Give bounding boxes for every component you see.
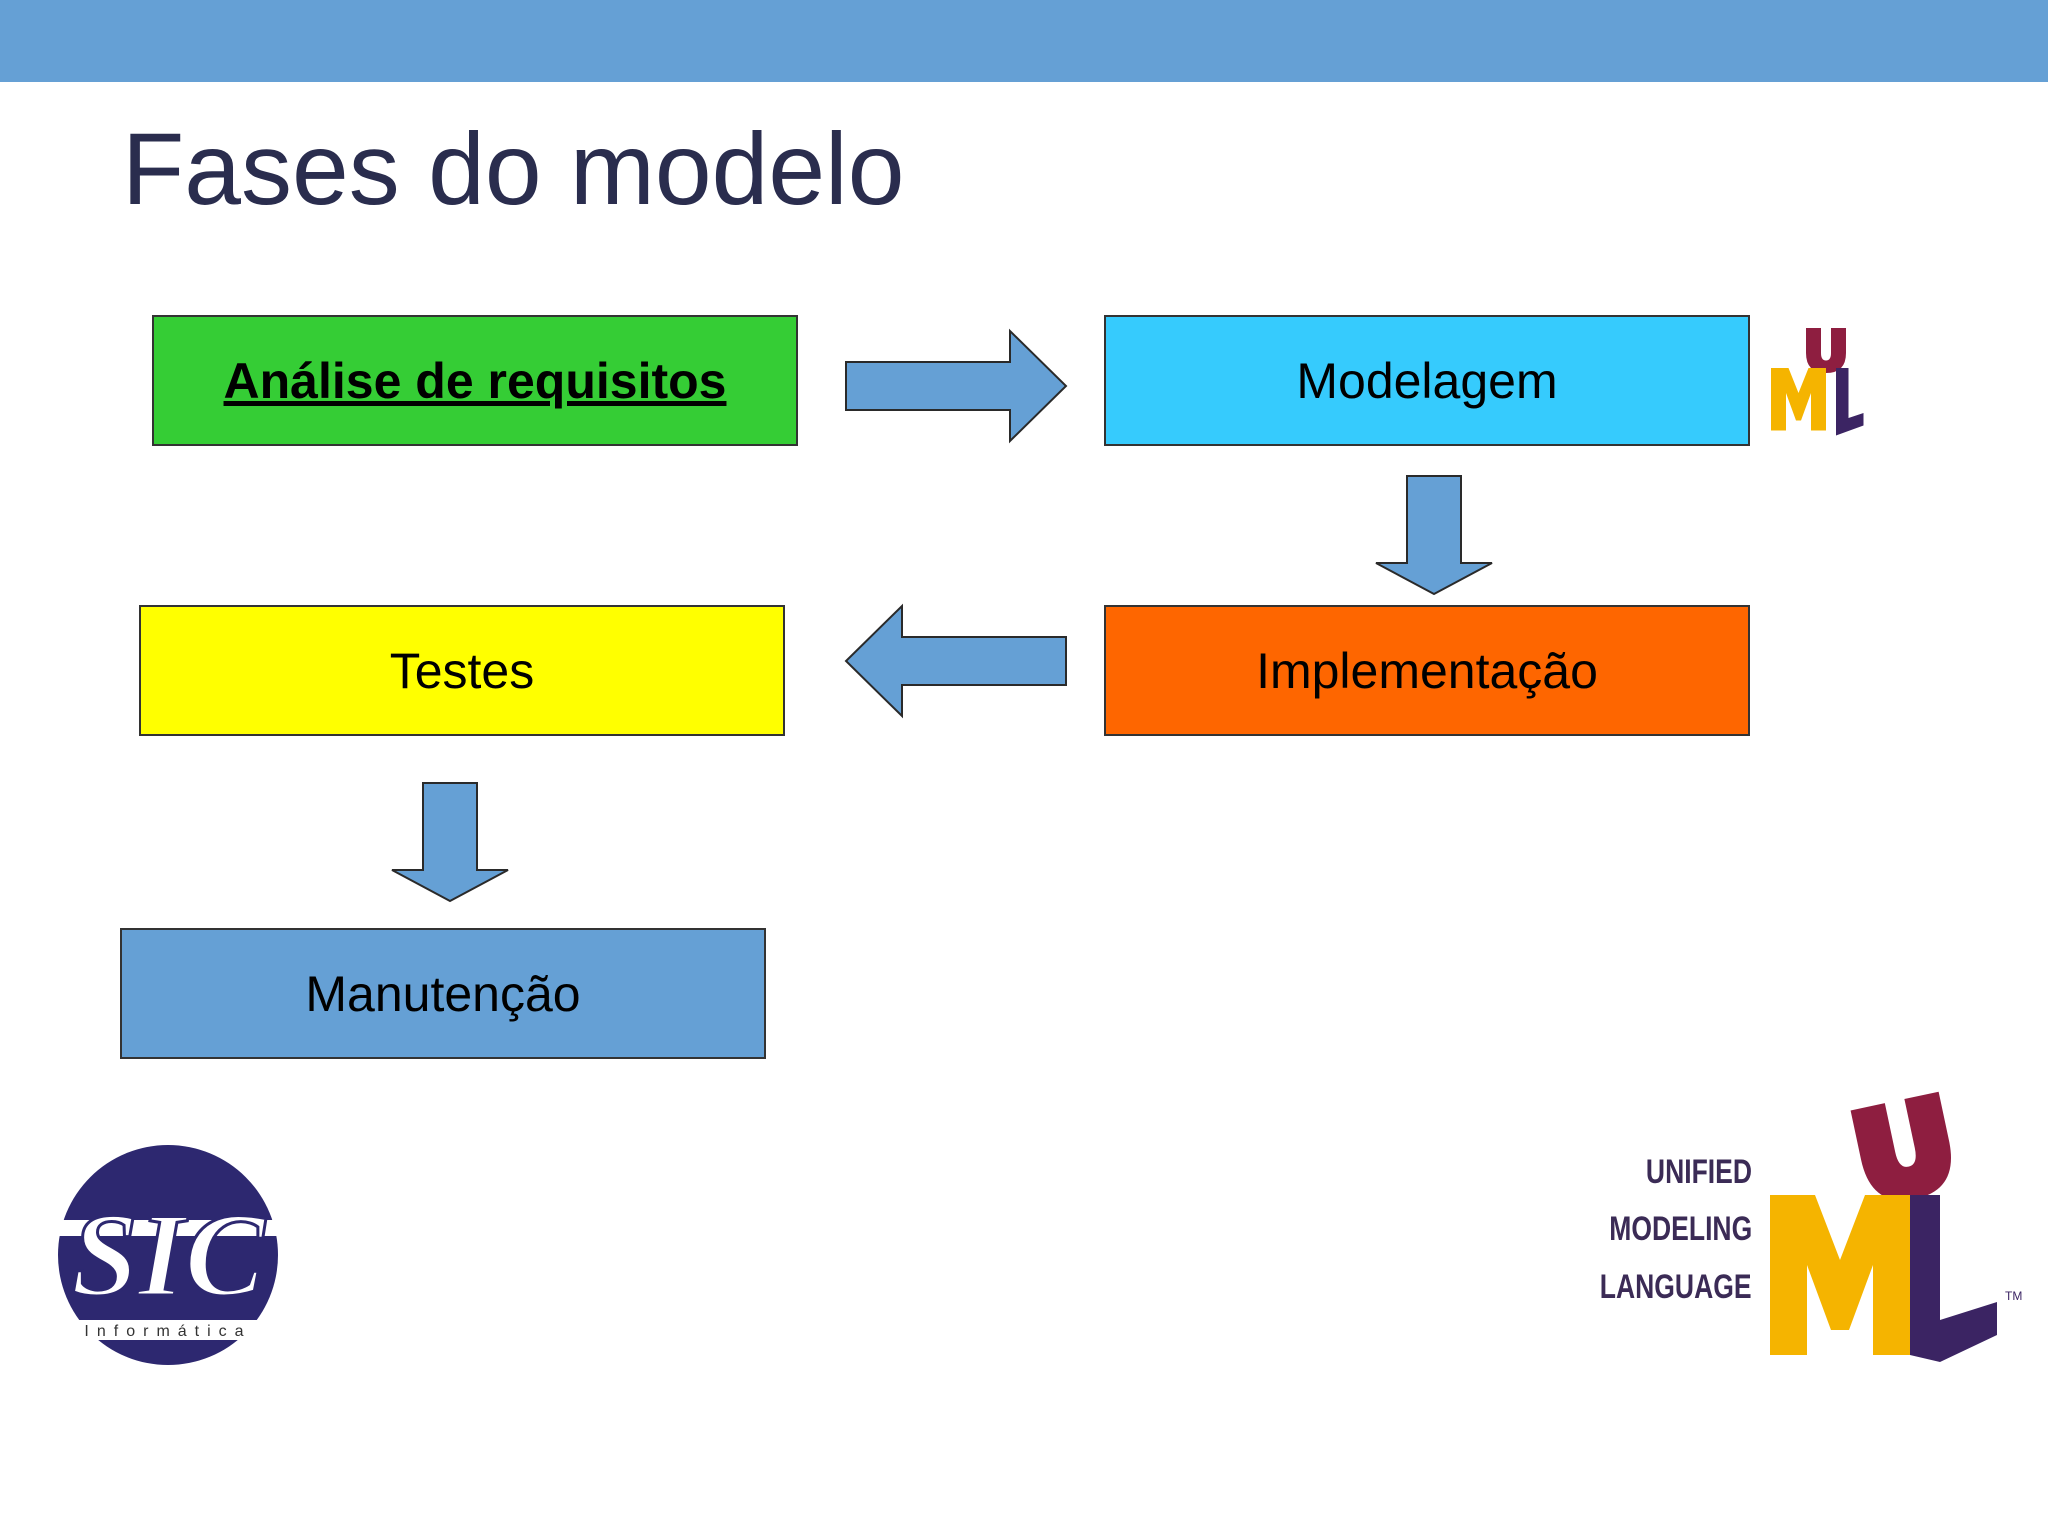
sic-informatica-logo: SIC Informática xyxy=(48,1145,288,1365)
sic-logo-subtext: Informática xyxy=(84,1323,251,1340)
uml-wordmark-line: LANGUAGE xyxy=(1600,1268,1752,1306)
uml-wordmark-line: MODELING xyxy=(1609,1210,1752,1248)
uml-trademark: TM xyxy=(2005,1289,2022,1303)
phase-modelagem: Modelagem xyxy=(1104,315,1750,446)
arrow-down-icon xyxy=(391,782,509,903)
phase-manutencao: Manutenção xyxy=(120,928,766,1059)
sic-logo-text: SIC xyxy=(71,1188,266,1321)
header-bar xyxy=(0,0,2048,82)
uml-logo-icon: TM xyxy=(1770,1091,2022,1362)
arrow-left-icon xyxy=(844,603,1067,719)
uml-logo-icon xyxy=(1771,328,1864,436)
phase-implementacao: Implementação xyxy=(1104,605,1750,736)
arrow-down-icon xyxy=(1375,475,1493,596)
uml-wordmark-line: UNIFIED xyxy=(1645,1153,1752,1191)
phase-analise-requisitos: Análise de requisitos xyxy=(152,315,798,446)
phase-testes: Testes xyxy=(139,605,785,736)
slide-title: Fases do modelo xyxy=(122,112,905,226)
arrow-right-icon xyxy=(845,328,1068,444)
